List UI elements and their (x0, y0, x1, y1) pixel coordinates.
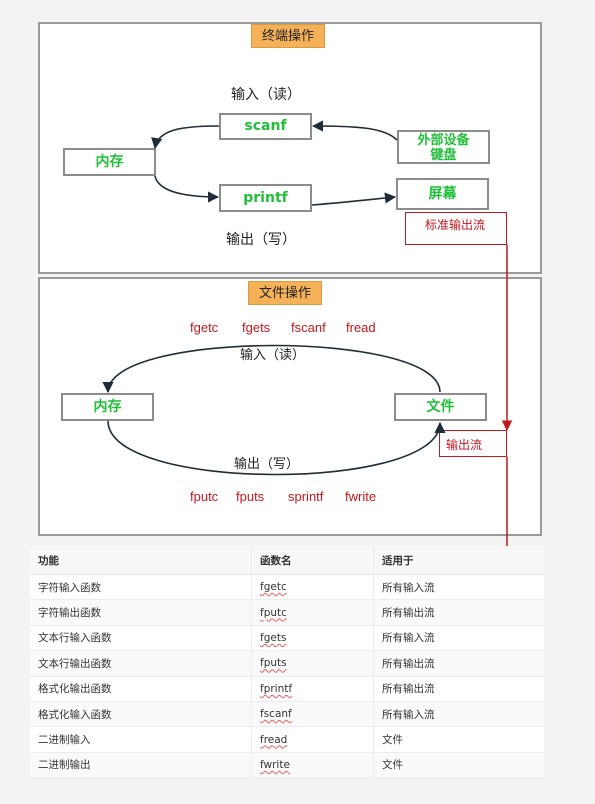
cell-applies: 所有输出流 (373, 676, 544, 702)
function-name: fgets (260, 631, 287, 644)
cell-text: 二进制输出 (38, 759, 91, 772)
printf-box: printf (219, 184, 312, 212)
function-name: fscanf (260, 708, 292, 721)
cell-name: fgets (251, 625, 374, 652)
cell-text: 文件 (382, 759, 403, 772)
function-name: fgetc (260, 581, 287, 594)
cell-function: 二进制输入 (30, 726, 252, 753)
table-row: 字符输出函数 fputc 所有输出流 (30, 599, 544, 626)
function-name: fputs (260, 657, 287, 670)
cell-text: 格式化输入函数 (38, 708, 112, 721)
table-row: 格式化输入函数 fscanf 所有输入流 (30, 701, 544, 728)
output-function: fputc (190, 489, 219, 504)
cell-text: 所有输入流 (382, 581, 435, 594)
keyboard-line-2: 键盘 (430, 148, 457, 163)
input-function: fread (346, 320, 376, 335)
table-header-row: 功能 函数名 适用于 (30, 546, 544, 575)
output-function: fputs (236, 489, 265, 504)
function-name: fwrite (260, 758, 290, 771)
terminal-title: 终端操作 (251, 24, 325, 48)
input-function: fgetc (190, 320, 219, 335)
cell-text: 所有输入流 (382, 708, 435, 721)
cell-function: 文本行输入函数 (30, 625, 252, 652)
file-output-label: 输出（写） (234, 457, 300, 472)
screen-box: 屏幕 (396, 178, 489, 210)
cell-text: 字符输入函数 (38, 581, 101, 594)
cell-name: fread (251, 726, 374, 753)
output-function: fwrite (345, 489, 377, 504)
function-name: fread (260, 733, 288, 746)
input-function: fscanf (291, 320, 326, 335)
cell-name: fputc (251, 599, 374, 626)
cell-text: 所有输出流 (382, 683, 435, 696)
table-row: 文本行输入函数 fgets 所有输入流 (30, 625, 544, 652)
cell-text: 所有输入流 (382, 632, 435, 645)
function-name: fprintf (260, 682, 293, 695)
cell-applies: 文件 (373, 752, 544, 779)
cell-text: 文本行输入函数 (38, 632, 112, 645)
header-function: 功能 (30, 546, 252, 575)
table-row: 格式化输出函数 fprintf 所有输出流 (30, 676, 544, 702)
table-row: 字符输入函数 fgetc 所有输入流 (30, 574, 544, 601)
cell-text: 二进制输入 (38, 734, 91, 747)
cell-function: 文本行输出函数 (30, 650, 252, 677)
cell-text: 所有输出流 (382, 607, 435, 620)
cell-function: 格式化输出函数 (30, 676, 252, 702)
table-row: 二进制输入 fread 文件 (30, 726, 544, 753)
file-title: 文件操作 (248, 281, 322, 305)
file-memory-box: 内存 (61, 393, 154, 421)
cell-name: fwrite (251, 752, 374, 779)
cell-text: 所有输出流 (382, 657, 435, 670)
cell-text: 文件 (382, 734, 403, 747)
cell-text: 格式化输出函数 (38, 683, 112, 696)
cell-name: fprintf (251, 676, 374, 702)
keyboard-line-1: 外部设备 (417, 133, 470, 148)
output-stream-note: 输出流 (439, 430, 507, 457)
file-box: 文件 (394, 393, 487, 421)
cell-name: fputs (251, 650, 374, 677)
cell-function: 格式化输入函数 (30, 701, 252, 728)
header-name: 函数名 (251, 546, 374, 575)
cell-applies: 所有输入流 (373, 701, 544, 728)
function-name: fputc (260, 606, 287, 619)
stdout-note: 标准输出流 (405, 212, 507, 245)
cell-function: 字符输入函数 (30, 574, 252, 601)
cell-applies: 所有输入流 (373, 625, 544, 652)
cell-name: fgetc (251, 574, 374, 601)
cell-function: 字符输出函数 (30, 599, 252, 626)
cell-applies: 文件 (373, 726, 544, 753)
scanf-box: scanf (219, 113, 312, 140)
cell-name: fscanf (251, 701, 374, 728)
cell-function: 二进制输出 (30, 752, 252, 779)
terminal-input-label: 输入（读） (231, 87, 301, 103)
terminal-output-label: 输出（写） (226, 232, 296, 248)
cell-text: 字符输出函数 (38, 607, 101, 620)
input-function: fgets (242, 320, 271, 335)
output-function: sprintf (288, 489, 324, 504)
cell-text: 文本行输出函数 (38, 657, 112, 670)
memory-box: 内存 (63, 148, 156, 176)
table-row: 文本行输出函数 fputs 所有输出流 (30, 650, 544, 677)
cell-applies: 所有输出流 (373, 599, 544, 626)
file-input-label: 输入（读） (240, 348, 306, 363)
cell-applies: 所有输入流 (373, 574, 544, 601)
table-row: 二进制输出 fwrite 文件 (30, 752, 544, 779)
keyboard-box: 外部设备 键盘 (397, 130, 490, 164)
cell-applies: 所有输出流 (373, 650, 544, 677)
header-applies: 适用于 (373, 546, 544, 575)
